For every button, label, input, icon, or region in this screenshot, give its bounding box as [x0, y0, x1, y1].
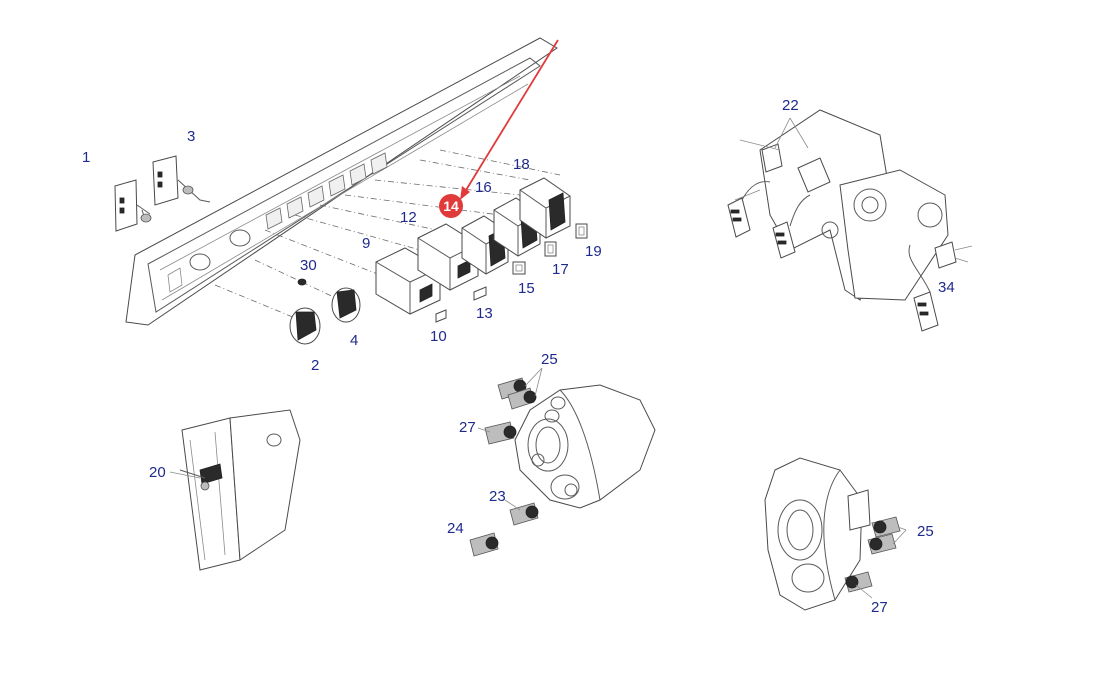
small-inserts: [435, 223, 588, 323]
rocker-switch-18: [519, 177, 571, 239]
indicator-plate-3: [152, 155, 211, 206]
label-24: 24: [447, 520, 464, 537]
label-34: 34: [938, 279, 955, 296]
bracket-assembly: [727, 109, 973, 332]
label-12: 12: [400, 209, 417, 226]
dashboard-panel: [125, 37, 558, 326]
washer-30: [297, 278, 307, 286]
post-20: [179, 409, 301, 571]
knob-2: [289, 307, 321, 345]
headlamp-housing-left: [469, 377, 656, 557]
knob-4: [331, 287, 361, 323]
label-22: 22: [782, 97, 799, 114]
label-27-left: 27: [459, 419, 476, 436]
label-17: 17: [552, 261, 569, 278]
leader-lines: [169, 367, 907, 599]
label-4: 4: [350, 332, 358, 349]
label-10: 10: [430, 328, 447, 345]
label-2: 2: [311, 357, 319, 374]
label-1: 1: [82, 149, 90, 166]
label-30: 30: [300, 257, 317, 274]
headlamp-housing-right: [764, 457, 901, 611]
label-3: 3: [187, 128, 195, 145]
label-13: 13: [476, 305, 493, 322]
highlight-badge: 14: [439, 194, 463, 218]
indicator-plate-1: [114, 179, 152, 232]
label-23: 23: [489, 488, 506, 505]
label-27-right: 27: [871, 599, 888, 616]
highlight-badge-label: 14: [443, 198, 459, 214]
label-25-right: 25: [917, 523, 934, 540]
label-16: 16: [475, 179, 492, 196]
label-19: 19: [585, 243, 602, 260]
label-9: 9: [362, 235, 370, 252]
label-15: 15: [518, 280, 535, 297]
label-20: 20: [149, 464, 166, 481]
label-25-left: 25: [541, 351, 558, 368]
part-labels: 1 2 3 4 9 10 12 13 15 16 17 18 19 20 22 …: [82, 97, 955, 616]
label-18: 18: [513, 156, 530, 173]
highlight-arrow: [460, 39, 559, 200]
